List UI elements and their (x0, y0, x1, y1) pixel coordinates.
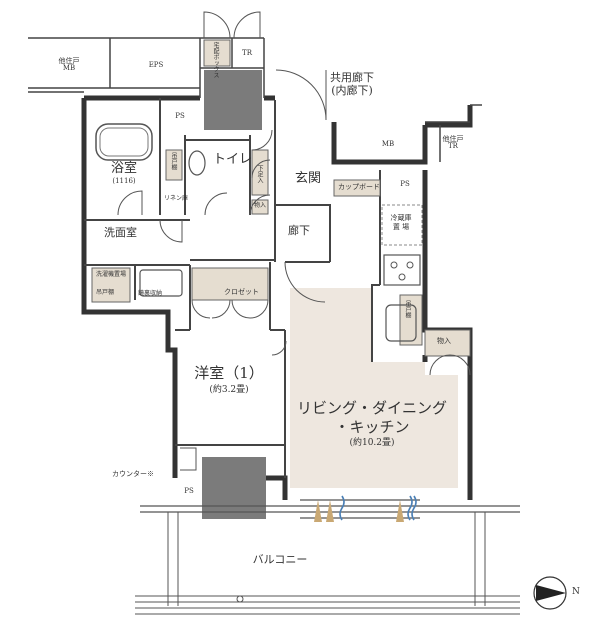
north-label: N (572, 587, 580, 597)
ldk-label-line1: リビング・ダイニング (296, 399, 448, 417)
western-room-label: 洋室（1） (194, 364, 264, 382)
counter-label: カウンター※ (112, 470, 154, 478)
ldk-size-label: (約10.2畳) (349, 438, 395, 448)
storage-ldk-label: 物入 (437, 337, 451, 345)
top-band (28, 37, 482, 162)
closet-label: クロゼット (224, 288, 259, 296)
washroom-label: 洗面室 (104, 226, 137, 239)
wash-hanging-label: 吊戸棚 (96, 289, 115, 296)
eps-label: EPS (148, 61, 164, 69)
shoebox-label: 下足入 (256, 165, 263, 183)
laundry-label: 洗濯機置場 (96, 271, 127, 278)
vanity-storage-label: 鏡裏収納 (138, 290, 163, 297)
stove (383, 254, 421, 286)
ldk-label-line2: ・キッチン (334, 418, 410, 436)
ps-bottom-label: PS (184, 487, 194, 495)
ps-shaft-bottom (202, 457, 266, 519)
ldk-floor (290, 288, 458, 488)
corridor-label: 廊下 (288, 224, 310, 237)
cupboard-label: カップボード (338, 183, 380, 191)
balcony-drain (236, 595, 244, 603)
fridge-label: 冷蔵庫置 場 (390, 214, 412, 232)
common-corridor-label: 共用廊下(内廊下) (330, 71, 374, 97)
hanging-cabinet-label: 吊戸棚 (170, 152, 177, 170)
ps-shaft-top (204, 70, 262, 130)
kitchen-hanging-label: 吊戸棚 (404, 300, 411, 318)
airflow-arrow-icon (314, 495, 417, 522)
bathtub (95, 123, 153, 161)
genkan-label: 玄関 (295, 171, 322, 186)
western-size-label: (約3.2畳) (209, 385, 249, 395)
bath-size-label: (1116) (112, 177, 136, 185)
ps-top-label: PS (175, 112, 185, 120)
balcony-label: バルコニー (252, 553, 308, 566)
bath-label: 浴室 (110, 161, 138, 176)
toilet-label: トイレ (213, 152, 253, 167)
compass-north-icon (533, 576, 567, 610)
delivery-box-label: 宅配ボックス (212, 42, 219, 78)
inner-walls (84, 98, 381, 478)
mb-right-label: MB (381, 140, 395, 148)
doors (117, 11, 471, 471)
fixtures (91, 39, 471, 357)
balcony-outline (135, 512, 520, 615)
linen-label: リネン庫 (164, 195, 189, 202)
toilet-bowl (188, 150, 206, 176)
washbasin (139, 269, 183, 297)
storage-small-label: 物入 (254, 202, 267, 209)
ps-right-label: PS (400, 180, 410, 188)
tr-top-label: TR (242, 49, 252, 57)
sink (385, 304, 417, 342)
